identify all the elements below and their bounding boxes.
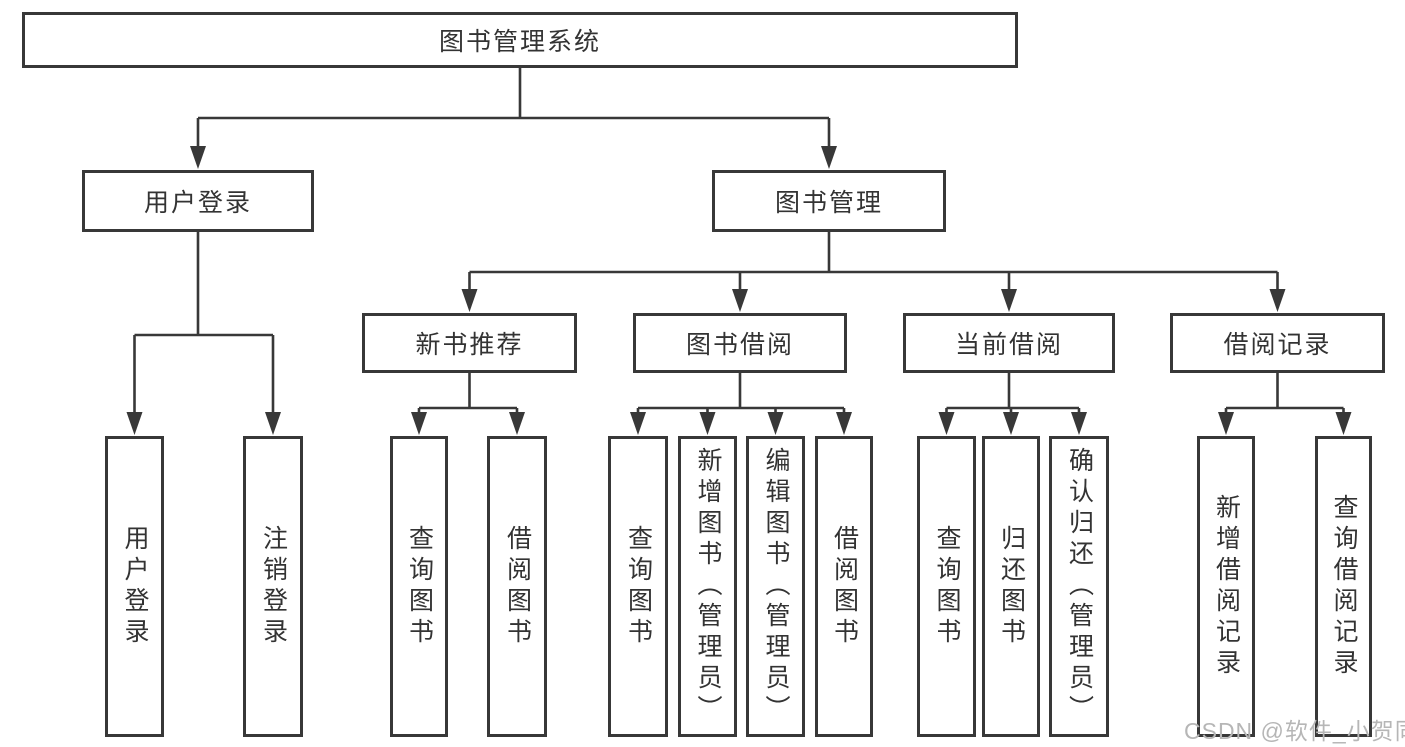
leaf-edit-books-admin-label: 编辑图书（管理员） [762,447,790,726]
leaf-borrow-books-1: 借阅图书 [487,436,547,737]
leaf-query-books-1-label: 查询图书 [405,524,434,649]
node-current-borrow: 当前借阅 [903,313,1115,373]
node-book-borrow: 图书借阅 [633,313,847,373]
leaf-borrow-books-2-label: 借阅图书 [830,524,859,649]
leaf-user-login-label: 用户登录 [121,524,149,649]
node-borrow-records-label: 借阅记录 [1223,331,1332,359]
csdn-watermark: CSDN @软件_小贺同学 [1184,718,1405,744]
leaf-logout-label: 注销登录 [259,524,288,649]
leaf-add-borrow-record-label: 新增借阅记录 [1212,493,1241,680]
leaf-user-login: 用户登录 [105,436,164,737]
connector-borrowrecord-to-leaves [1218,373,1352,435]
leaf-query-books-3-label: 查询图书 [933,524,961,649]
connector-root-to-level2 [190,68,837,169]
leaf-logout: 注销登录 [243,436,303,737]
leaf-add-borrow-record: 新增借阅记录 [1197,436,1255,737]
node-new-book-recommend: 新书推荐 [362,313,577,373]
leaf-return-books: 归还图书 [982,436,1040,737]
leaf-query-books-1: 查询图书 [390,436,448,737]
leaf-confirm-return-admin: 确认归还（管理员） [1049,436,1109,737]
leaf-query-borrow-record-label: 查询借阅记录 [1330,493,1358,680]
leaf-query-borrow-record: 查询借阅记录 [1315,436,1372,737]
node-root: 图书管理系统 [22,12,1018,68]
node-user-login-label: 用户登录 [143,189,252,217]
leaf-query-books-3: 查询图书 [917,436,976,737]
leaf-add-books-admin: 新增图书（管理员） [678,436,737,737]
node-user-login: 用户登录 [82,170,314,232]
node-book-management: 图书管理 [712,170,946,232]
leaf-borrow-books-1-label: 借阅图书 [503,524,532,649]
connector-newbook-to-leaves [411,373,525,435]
node-book-management-label: 图书管理 [774,189,883,217]
connector-currentborrow-to-leaves [938,373,1087,435]
leaf-borrow-books-2: 借阅图书 [815,436,873,737]
connector-bookborrow-to-leaves [630,373,852,435]
node-new-book-recommend-label: 新书推荐 [415,331,524,359]
node-borrow-records: 借阅记录 [1170,313,1385,373]
leaf-query-books-2: 查询图书 [608,436,668,737]
node-current-borrow-label: 当前借阅 [954,331,1063,359]
leaf-add-books-admin-label: 新增图书（管理员） [694,447,722,726]
leaf-confirm-return-admin-label: 确认归还（管理员） [1065,447,1094,726]
leaf-edit-books-admin: 编辑图书（管理员） [746,436,805,737]
node-root-label: 图书管理系统 [438,28,601,56]
node-book-borrow-label: 图书借阅 [685,331,794,359]
connector-bookmgmt-to-level3 [461,232,1286,312]
leaf-return-books-label: 归还图书 [997,524,1026,649]
connector-userlogin-to-leaves [126,232,281,435]
leaf-query-books-2-label: 查询图书 [624,524,653,649]
